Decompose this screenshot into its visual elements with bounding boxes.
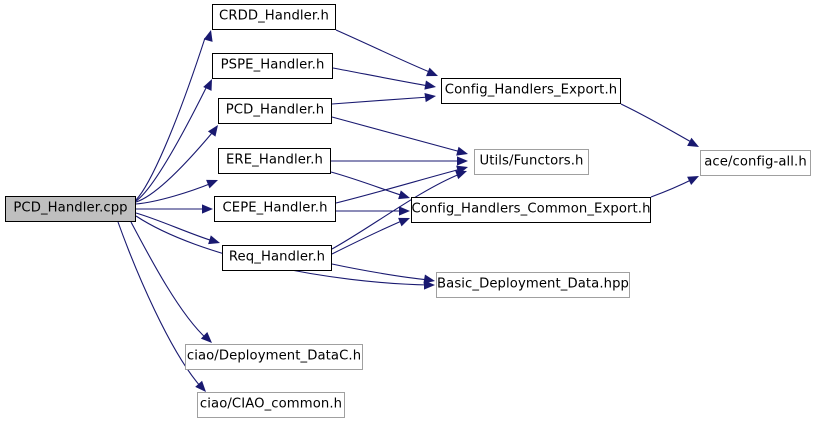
arrowhead-pcd_cpp-to-cepe_h [202, 204, 213, 214]
graph-node-label: Config_Handlers_Export.h [444, 82, 618, 98]
arrowhead-ere_h-to-chce_h [398, 190, 410, 200]
edge-req_h-to-bdd_hpp [331, 263, 430, 281]
graph-node-ere_h[interactable]: ERE_Handler.h [218, 148, 331, 174]
edge-pcd_h-to-utils_h [331, 116, 462, 153]
graph-node-label: ace/config-all.h [704, 154, 807, 170]
graph-node-label: Utils/Functors.h [479, 153, 584, 169]
edge-ere_h-to-chce_h [330, 171, 405, 197]
arrowhead-pspe_h-to-che_h [424, 80, 436, 90]
graph-node-req_h[interactable]: Req_Handler.h [222, 245, 332, 271]
edge-chce_h-to-ace_cfg [650, 178, 694, 198]
edge-cepe_h-to-utils_h [335, 168, 462, 204]
arrowhead-che_h-to-ace_cfg [687, 137, 699, 147]
graph-node-label: Req_Handler.h [228, 249, 326, 265]
graph-node-che_h[interactable]: Config_Handlers_Export.h [441, 78, 621, 104]
arrowhead-pcd_h-to-utils_h [456, 146, 468, 156]
arrowhead-crdd_h-to-che_h [426, 67, 438, 77]
graph-node-label: Basic_Deployment_Data.hpp [436, 276, 630, 292]
arrowhead-pcd_cpp-to-crdd_h [203, 30, 213, 42]
graph-node-ace_cfg[interactable]: ace/config-all.h [700, 150, 811, 176]
graph-node-crdd_h[interactable]: CRDD_Handler.h [212, 4, 336, 30]
arrowhead-pcd_cpp-to-ciao_dep [200, 332, 212, 343]
edge-pcd_cpp-to-pcd_h [135, 132, 213, 203]
edge-che_h-to-ace_cfg [620, 103, 694, 144]
graph-node-label: PCD_Handler.h [225, 102, 325, 118]
edge-pcd_cpp-to-ciao_common [117, 221, 202, 388]
edge-pcd_cpp-to-pspe_h [135, 87, 207, 202]
graph-node-pcd_h[interactable]: PCD_Handler.h [218, 98, 332, 124]
edge-pcd_cpp-to-ere_h [135, 182, 213, 205]
edge-req_h-to-utils_h [331, 173, 461, 250]
graph-node-ciao_dep[interactable]: ciao/Deployment_DataC.h [185, 344, 363, 370]
graph-node-pcd_cpp[interactable]: PCD_Handler.cpp [5, 196, 136, 222]
graph-node-label: ciao/Deployment_DataC.h [186, 348, 362, 364]
arrowhead-cepe_h-to-chce_h [399, 206, 410, 216]
graph-node-bdd_hpp[interactable]: Basic_Deployment_Data.hpp [436, 272, 630, 298]
arrowhead-pcd_h-to-che_h [424, 92, 436, 103]
graph-node-label: CEPE_Handler.h [222, 200, 328, 216]
graph-node-label: Config_Handlers_Common_Export.h [411, 201, 651, 217]
graph-node-label: ciao/CIAO_common.h [199, 396, 343, 412]
arrowhead-pcd_cpp-to-pspe_h [203, 79, 212, 91]
edge-pspe_h-to-che_h [332, 67, 430, 87]
arrowhead-pcd_cpp-to-ciao_common [195, 380, 206, 392]
arrowhead-ere_h-to-utils_h [457, 156, 468, 166]
arrowhead-req_h-to-bdd_hpp [423, 274, 435, 284]
edge-req_h-to-chce_h [331, 219, 405, 255]
arrowhead-pcd_cpp-to-ere_h [206, 179, 218, 189]
graph-node-label: PSPE_Handler.h [220, 57, 325, 73]
graph-node-label: PCD_Handler.cpp [13, 200, 128, 216]
graph-node-label: ERE_Handler.h [226, 152, 323, 168]
edge-pcd_cpp-to-req_h [135, 212, 214, 242]
edge-crdd_h-to-che_h [335, 29, 433, 74]
edge-pcd_h-to-che_h [331, 96, 430, 105]
graph-node-cepe_h[interactable]: CEPE_Handler.h [214, 196, 336, 222]
graph-node-label: CRDD_Handler.h [219, 8, 329, 24]
arrowhead-pcd_cpp-to-pcd_h [207, 125, 218, 137]
edge-pcd_cpp-to-crdd_h [135, 37, 206, 201]
edge-pcd_cpp-to-ciao_dep [130, 221, 208, 340]
graph-node-ciao_common[interactable]: ciao/CIAO_common.h [197, 392, 345, 418]
graph-node-utils_h[interactable]: Utils/Functors.h [474, 149, 589, 175]
graph-node-pspe_h[interactable]: PSPE_Handler.h [212, 53, 333, 79]
arrowhead-req_h-to-chce_h [398, 217, 410, 227]
graph-node-chce_h[interactable]: Config_Handlers_Common_Export.h [411, 197, 651, 223]
arrowhead-pcd_cpp-to-req_h [208, 235, 220, 245]
arrowhead-chce_h-to-ace_cfg [687, 176, 699, 185]
arrowhead-req_h-to-utils_h [455, 170, 467, 180]
